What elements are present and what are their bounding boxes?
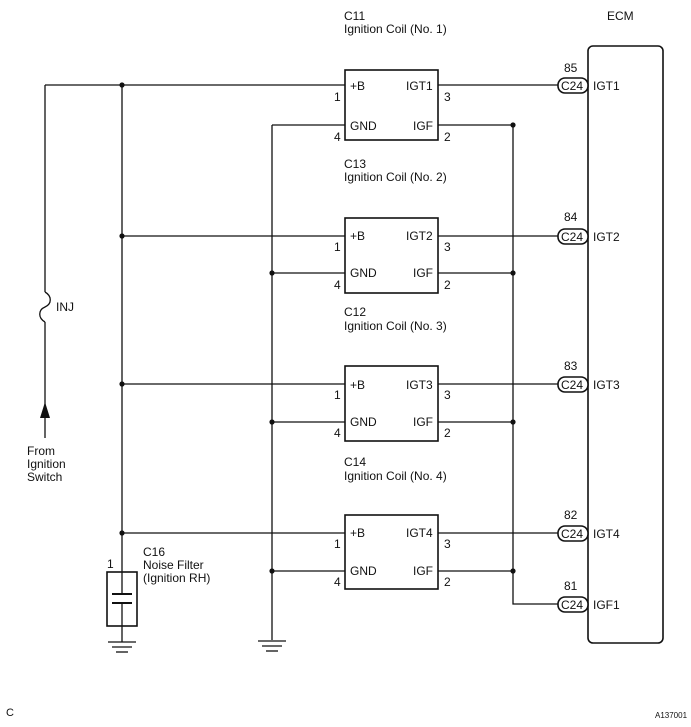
source-label-3: Switch [27,470,62,484]
pin-gnd: GND [350,564,377,578]
coil-id: C14 [344,455,366,469]
ignition-coil-3: C12 Ignition Coil (No. 3) +B IGT3 GND IG… [334,305,451,442]
pin-gnd: GND [350,415,377,429]
connector-label: C24 [561,598,583,612]
pin-number: 85 [564,61,578,75]
pin-gnd: GND [350,266,377,280]
ecm-pin-igf1: 81 C24 IGF1 [557,579,620,613]
pin-label: IGT4 [593,527,620,541]
ground-icon [108,641,136,653]
source-label-1: From [27,444,55,458]
ground-icon [258,640,286,652]
pin-num-2: 2 [444,130,451,144]
connector-label: C24 [561,378,583,392]
pin-igf: IGF [413,119,433,133]
pin-num-2: 2 [444,278,451,292]
inj-fuse-symbol [39,291,51,323]
figure-code: A137001 [655,711,688,720]
coil-id: C11 [344,9,365,23]
coil-name: Ignition Coil (No. 3) [344,319,447,333]
noise-filter-pin: 1 [107,557,114,571]
pin-number: 81 [564,579,578,593]
pin-igt: IGT2 [406,229,433,243]
pin-num-3: 3 [444,240,451,254]
pin-b: +B [350,229,365,243]
ignition-coil-2: C13 Ignition Coil (No. 2) +B IGT2 GND IG… [334,157,451,294]
pin-num-3: 3 [444,388,451,402]
coil-name: Ignition Coil (No. 2) [344,170,447,184]
noise-filter-label: Noise Filter [143,558,204,572]
pin-number: 83 [564,359,578,373]
pin-label: IGT1 [593,79,620,93]
pin-b: +B [350,378,365,392]
fuse-label: INJ [56,300,74,314]
pin-num-1: 1 [334,537,341,551]
pin-b: +B [350,526,365,540]
ecm-pin-igt2: 84 C24 IGT2 [557,210,620,245]
pin-num-4: 4 [334,575,341,589]
up-arrow-icon [40,402,50,418]
pin-number: 82 [564,508,578,522]
pin-num-4: 4 [334,426,341,440]
pin-num-4: 4 [334,130,341,144]
coil-id: C12 [344,305,366,319]
source-label-2: Ignition [27,457,66,471]
coil-id: C13 [344,157,366,171]
ecm-box [587,45,664,644]
ecm-pin-igt1: 85 C24 IGT1 [557,61,620,94]
pin-num-3: 3 [444,537,451,551]
pin-label: IGT2 [593,230,620,244]
connector-label: C24 [561,79,583,93]
pin-num-1: 1 [334,240,341,254]
ground-bus [271,124,345,640]
pin-number: 84 [564,210,578,224]
pin-label: IGF1 [593,598,620,612]
ecm-label: ECM [607,9,634,23]
pin-gnd: GND [350,119,377,133]
ignition-coil-1: C11 Ignition Coil (No. 1) +B IGT1 GND IG… [334,9,451,144]
ignition-coil-4: C14 Ignition Coil (No. 4) +B IGT4 GND IG… [334,455,451,590]
noise-filter-id: C16 [143,545,165,559]
pin-igf: IGF [413,266,433,280]
pin-num-2: 2 [444,575,451,589]
ecm-pin-igt3: 83 C24 IGT3 [557,359,620,393]
igf-bus [438,124,558,605]
pin-igt: IGT4 [406,526,433,540]
coil-name: Ignition Coil (No. 1) [344,22,447,36]
pin-igt: IGT1 [406,79,433,93]
pin-num-1: 1 [334,90,341,104]
noise-filter-sublabel: (Ignition RH) [143,571,210,585]
ecm-pin-igt4: 82 C24 IGT4 [557,508,620,542]
pin-label: IGT3 [593,378,620,392]
pin-num-2: 2 [444,426,451,440]
pin-b: +B [350,79,365,93]
connector-label: C24 [561,527,583,541]
pin-num-3: 3 [444,90,451,104]
noise-filter [106,571,138,627]
pin-igf: IGF [413,415,433,429]
pin-igt: IGT3 [406,378,433,392]
pin-num-4: 4 [334,278,341,292]
pin-num-1: 1 [334,388,341,402]
corner-label: C [6,707,14,719]
pin-igf: IGF [413,564,433,578]
connector-label: C24 [561,230,583,244]
coil-name: Ignition Coil (No. 4) [344,469,447,483]
junction-dots [119,82,516,574]
